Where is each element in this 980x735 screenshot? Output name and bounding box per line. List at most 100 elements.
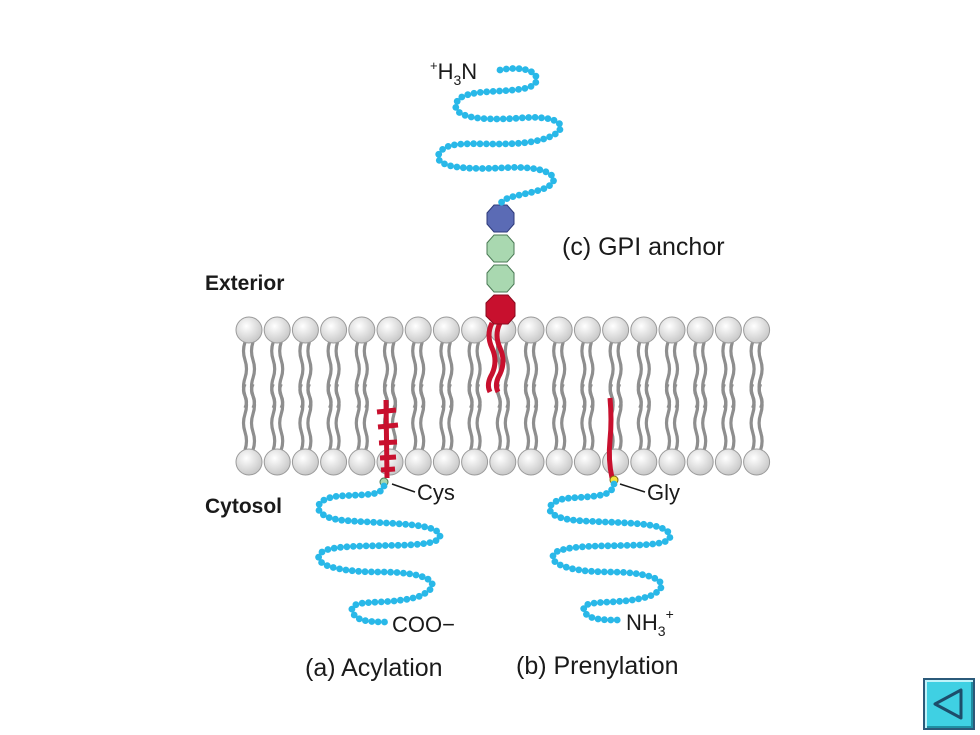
- amino-acid-bead: [457, 140, 465, 148]
- amino-acid-bead: [365, 599, 372, 606]
- lipid-tail: [354, 383, 361, 451]
- amino-acid-bead: [550, 116, 558, 124]
- amino-acid-bead: [620, 569, 627, 576]
- amino-acid-bead: [435, 157, 443, 164]
- amino-acid-bead: [337, 543, 344, 551]
- phospholipid-head: [714, 448, 742, 476]
- lipid-tail: [495, 383, 502, 451]
- amino-acid-bead: [351, 491, 359, 499]
- amino-acid-bead: [498, 198, 505, 206]
- amino-acid-bead: [420, 540, 427, 547]
- amino-acid-bead: [508, 86, 516, 94]
- amino-acid-bead: [616, 597, 623, 605]
- amino-acid-bead: [549, 552, 557, 560]
- amino-acid-bead: [588, 567, 595, 575]
- acylation-caption: (a) Acylation: [305, 654, 443, 682]
- amino-acid-bead: [493, 115, 501, 123]
- amino-acid-bead: [323, 562, 331, 569]
- amino-acid-bead: [540, 185, 548, 193]
- amino-acid-bead: [349, 543, 357, 550]
- amino-acid-bead: [332, 515, 339, 523]
- amino-acid-bead: [467, 113, 475, 121]
- amino-acid-bead: [617, 542, 625, 549]
- lipid-tail: [664, 383, 672, 451]
- amino-acid-bead: [622, 597, 630, 605]
- amino-acid-bead: [344, 517, 352, 525]
- amino-acid-bead: [651, 574, 659, 582]
- amino-acid-bead: [387, 568, 394, 576]
- phospholipid-head: [432, 448, 460, 476]
- gly-leader-line: [619, 483, 646, 493]
- phospholipid-head: [545, 448, 573, 476]
- amino-acid-bead: [485, 165, 493, 172]
- amino-acid-bead: [424, 575, 432, 583]
- amino-acid-bead: [534, 137, 541, 145]
- amino-acid-bead: [380, 568, 388, 576]
- amino-acid-bead: [381, 542, 389, 549]
- amino-acid-bead: [633, 520, 641, 528]
- amino-acid-bead: [556, 561, 564, 569]
- amino-acid-bead: [589, 518, 596, 525]
- phospholipid-head: [489, 448, 517, 476]
- amino-acid-bead: [607, 568, 615, 576]
- amino-acid-bead: [491, 164, 499, 172]
- back-button[interactable]: [923, 678, 975, 730]
- amino-acid-bead: [609, 598, 617, 606]
- amino-acid-bead: [560, 546, 567, 553]
- amino-acid-bead: [452, 104, 460, 111]
- back-triangle-icon: [933, 688, 963, 720]
- amino-acid-bead: [515, 65, 523, 73]
- amino-acid-bead: [598, 542, 605, 550]
- amino-acid-bead: [479, 165, 486, 172]
- amino-acid-bead: [571, 494, 579, 502]
- amino-acid-bead: [515, 139, 522, 147]
- lipid-tail: [241, 383, 249, 451]
- phospholipid-head: [348, 448, 376, 476]
- amino-acid-bead: [433, 527, 440, 535]
- phospholipid-head: [320, 316, 348, 344]
- amino-acid-bead: [447, 162, 454, 170]
- phospholipid-head: [573, 316, 601, 344]
- amino-acid-bead: [601, 616, 608, 624]
- amino-acid-bead: [496, 66, 504, 74]
- amino-acid-bead: [556, 120, 563, 128]
- amino-acid-bead: [527, 138, 535, 146]
- gpi-sugar-hexagon-3: [486, 264, 515, 293]
- amino-acid-bead: [515, 86, 522, 93]
- amino-acid-bead: [610, 480, 618, 488]
- lipid-tail: [672, 383, 680, 451]
- lipid-tail: [636, 383, 643, 451]
- amino-acid-bead: [523, 164, 531, 172]
- amino-acid-bead: [315, 553, 322, 561]
- phospholipid-head: [630, 316, 658, 344]
- amino-acid-bead: [397, 596, 404, 604]
- amino-acid-bead: [374, 618, 382, 626]
- amino-acid-bead: [356, 542, 364, 550]
- amino-acid-bead: [597, 599, 604, 606]
- amino-acid-bead: [463, 140, 471, 148]
- amino-acid-bead: [456, 109, 463, 116]
- amino-acid-bead: [594, 568, 602, 576]
- amino-acid-bead: [528, 188, 535, 196]
- amino-acid-bead: [546, 133, 553, 141]
- amino-acid-bead: [580, 605, 588, 612]
- amino-acid-bead: [569, 565, 576, 573]
- amino-acid-bead: [348, 567, 356, 575]
- lipid-tail: [749, 383, 756, 451]
- amino-acid-bead: [413, 540, 421, 548]
- phospholipid-head: [573, 448, 601, 476]
- amino-acid-bead: [551, 558, 559, 565]
- amino-acid-bead: [393, 569, 401, 576]
- amino-acid-bead: [532, 79, 540, 86]
- amino-acid-bead: [603, 490, 610, 497]
- amino-acid-bead: [403, 595, 411, 603]
- lipid-tail: [439, 383, 446, 451]
- amino-acid-bead: [409, 594, 417, 602]
- phospholipid-head: [291, 448, 319, 476]
- amino-acid-bead: [503, 195, 511, 203]
- amino-acid-bead: [502, 87, 510, 94]
- lipid-tail: [447, 383, 454, 451]
- lipid-tail: [298, 383, 305, 451]
- amino-acid-bead: [315, 507, 323, 514]
- amino-acid-bead: [412, 571, 420, 579]
